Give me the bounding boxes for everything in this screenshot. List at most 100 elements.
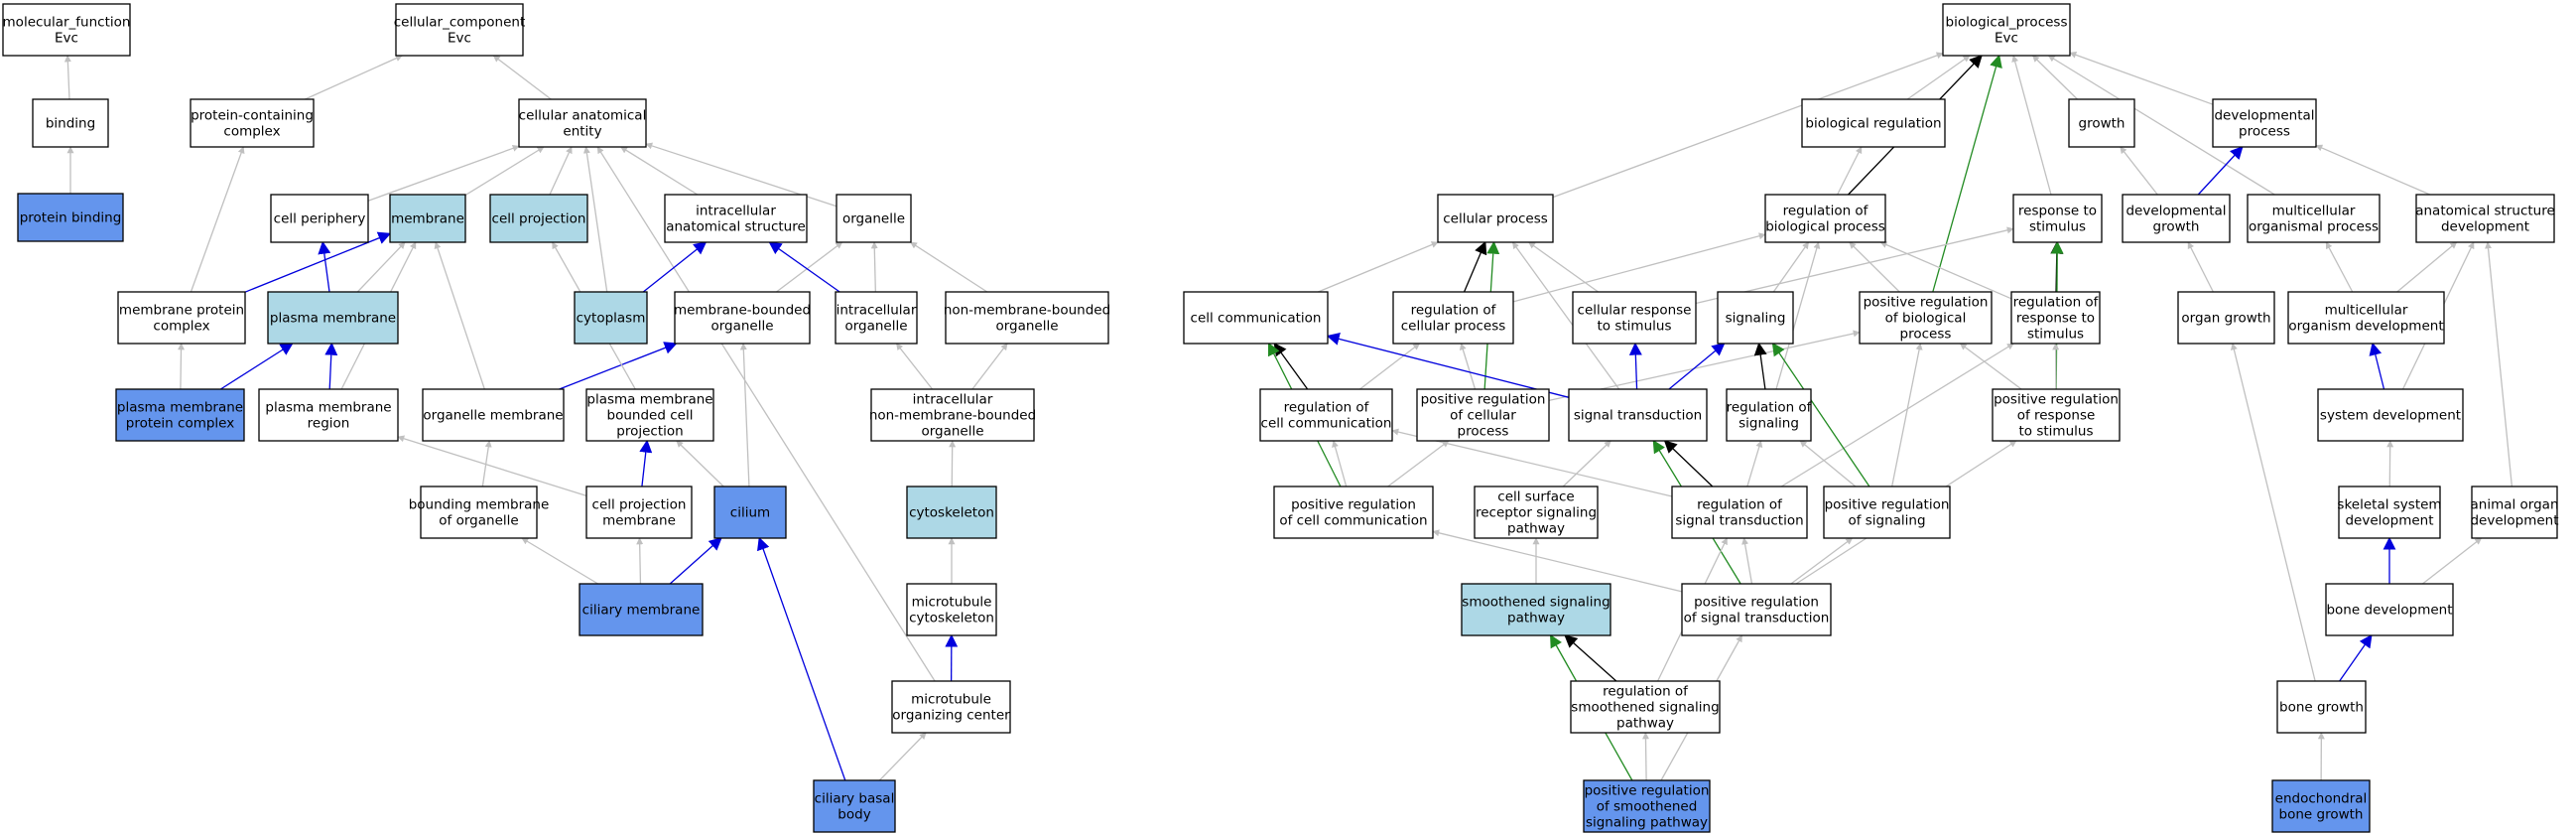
- node-label-line: positive regulation: [1825, 496, 1950, 512]
- node-signaling[interactable]: signaling: [1717, 291, 1794, 345]
- edge-aod-to-asd: [2485, 241, 2513, 487]
- node-label-line: pathway: [1616, 715, 1674, 731]
- node-bone-dev[interactable]: bone development: [2325, 583, 2454, 636]
- edge-membrane-to-cae: [464, 146, 545, 197]
- node-label-line: protein binding: [20, 209, 122, 225]
- node-label-line: complex: [153, 318, 209, 334]
- node-ciliary-membrane[interactable]: ciliary membrane: [579, 583, 704, 636]
- node-box: [579, 583, 704, 636]
- node-label-line: intracellular: [837, 302, 917, 318]
- node-cilium[interactable]: cilium: [713, 486, 787, 539]
- node-label-line: Evc: [55, 30, 78, 46]
- node-label-line: organelle: [921, 423, 983, 439]
- node-box: [1259, 388, 1393, 442]
- node-bio-reg[interactable]: biological regulation: [1801, 98, 1946, 148]
- node-org-membrane[interactable]: organelle membrane: [422, 388, 565, 442]
- node-box: [836, 194, 912, 243]
- node-box: [17, 193, 124, 242]
- node-label-line: cell communication: [1261, 415, 1392, 431]
- node-cytoskeleton[interactable]: cytoskeleton: [906, 486, 997, 539]
- node-plasma-membrane[interactable]: plasma membrane: [267, 291, 399, 345]
- node-box: [835, 291, 918, 345]
- node-binding[interactable]: binding: [32, 98, 109, 148]
- node-box: [906, 583, 997, 636]
- node-membrane[interactable]: membrane: [389, 194, 466, 243]
- edge-cilium-to-mbo: [739, 343, 750, 487]
- node-sig-trans[interactable]: signal transduction: [1568, 388, 1708, 442]
- node-label-line: cytoskeleton: [909, 504, 994, 520]
- node-sys-dev[interactable]: system development: [2317, 388, 2464, 442]
- edge-reg_st-to-reg_cc: [1391, 428, 1673, 497]
- node-organ-growth[interactable]: organ growth: [2177, 291, 2275, 345]
- node-cell-periphery[interactable]: cell periphery: [270, 194, 369, 243]
- node-label-line: organism development: [2288, 318, 2443, 334]
- node-label-line: intracellular: [913, 391, 993, 407]
- node-label-line: binding: [46, 115, 95, 131]
- node-cytoplasm[interactable]: cytoplasm: [574, 291, 648, 345]
- node-label-line: plasma membrane: [270, 310, 396, 326]
- node-cell-projection[interactable]: cell projection: [489, 194, 588, 243]
- node-label-line: regulation of: [1411, 302, 1497, 318]
- node-inmbo[interactable]: intracellularnon-membrane-boundedorganel…: [869, 388, 1036, 442]
- node-box: [1570, 680, 1721, 734]
- node-label-line: organismal process: [2249, 218, 2379, 234]
- node-cell-comm[interactable]: cell communication: [1183, 291, 1329, 345]
- node-protein-binding[interactable]: protein binding: [17, 193, 124, 242]
- node-growth[interactable]: growth: [2068, 98, 2135, 148]
- edge-ias-to-cae: [620, 146, 699, 196]
- node-cellular-process[interactable]: cellular process: [1437, 194, 1554, 243]
- node-box: [713, 486, 787, 539]
- node-label-line: cellular process: [1401, 318, 1506, 334]
- edge-mtoc-to-cae: [596, 146, 936, 682]
- node-bone-growth[interactable]: bone growth: [2276, 680, 2367, 734]
- node-label-line: Evc: [448, 30, 471, 46]
- node-organelle[interactable]: organelle: [836, 194, 912, 243]
- node-label-line: pathway: [1507, 520, 1565, 536]
